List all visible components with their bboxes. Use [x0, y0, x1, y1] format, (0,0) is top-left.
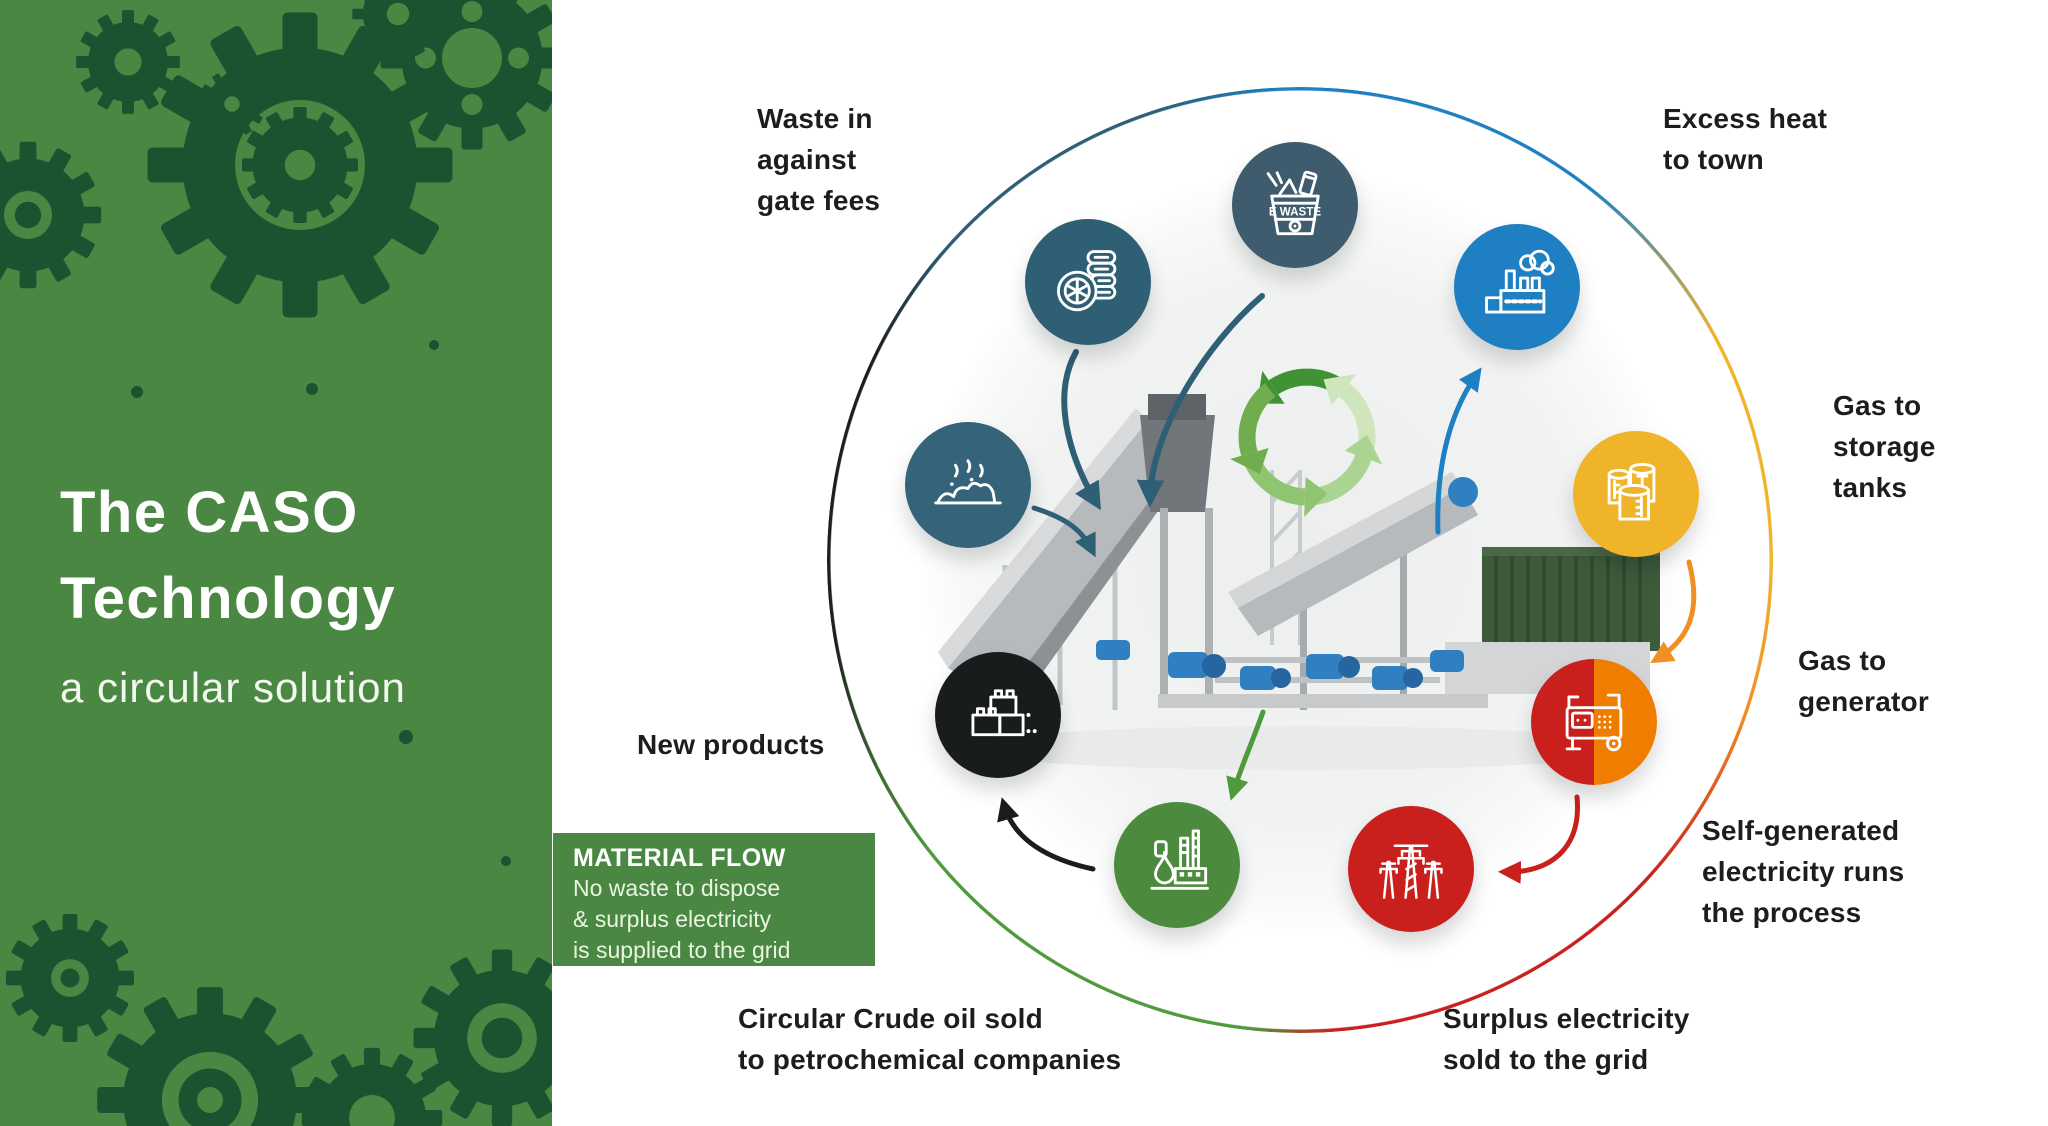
- gear-icon: [97, 987, 323, 1126]
- left-panel: The CASO Technology a circular solution: [0, 0, 552, 1126]
- node-e-waste: E WASTE: [1232, 142, 1358, 268]
- gear-icon: [198, 70, 266, 138]
- new-products-blocks-icon: [971, 689, 1037, 737]
- gas-generator-icon: [1565, 693, 1623, 752]
- gear-icon: [352, 0, 444, 60]
- label-surplus-electricity: Surplus electricity sold to the grid: [1443, 1003, 1690, 1075]
- page-subtitle: a circular solution: [60, 664, 406, 711]
- label-excess-heat: Excess heat to town: [1663, 103, 1828, 175]
- gear-icon: [301, 1047, 443, 1126]
- material-flow-heading: MATERIAL FLOW: [573, 844, 786, 872]
- label-gas-storage: Gas to storage tanks: [1833, 390, 1936, 503]
- gear-icon: [5, 913, 135, 1043]
- e-waste-bin-icon: E WASTE: [1266, 170, 1322, 236]
- node-storage-tanks: [1573, 431, 1699, 557]
- factory-heat-icon: [1485, 249, 1555, 314]
- node-generator: [1531, 659, 1657, 785]
- material-flow-box: MATERIAL FLOW No waste to dispose & surp…: [553, 833, 875, 966]
- node-organic-waste: [905, 422, 1031, 548]
- label-gas-generator: Gas to generator: [1798, 645, 1929, 717]
- tires-icon: [1057, 250, 1117, 312]
- power-grid-icon: [1379, 844, 1443, 899]
- label-new-products: New products: [637, 729, 825, 760]
- node-refinery: [1114, 802, 1240, 928]
- node-factory: [1454, 224, 1580, 350]
- node-power-grid: [1348, 806, 1474, 932]
- storage-tanks-icon: [1607, 463, 1656, 521]
- panel-title-block: The CASO Technology a circular solution: [60, 470, 406, 712]
- page-title-line2: Technology: [60, 566, 397, 631]
- gear-icon: [413, 949, 552, 1126]
- gear-icon: [76, 10, 180, 114]
- gear-icon: [147, 12, 453, 318]
- node-tires: [1025, 219, 1151, 345]
- page-title-line1: The CASO: [60, 480, 359, 545]
- crude-oil-plant-icon: [1150, 829, 1209, 890]
- label-waste-in: Waste in against gate fees: [757, 103, 881, 216]
- gear-icon: [0, 141, 102, 289]
- gears-decoration: [0, 0, 552, 1126]
- label-self-generated: Self-generated electricity runs the proc…: [1702, 815, 1905, 928]
- e-waste-bin-label: E WASTE: [1269, 205, 1322, 218]
- node-new-products: [935, 652, 1061, 778]
- organic-waste-icon: [934, 459, 1002, 505]
- label-crude-oil: Circular Crude oil sold to petrochemical…: [738, 1003, 1122, 1075]
